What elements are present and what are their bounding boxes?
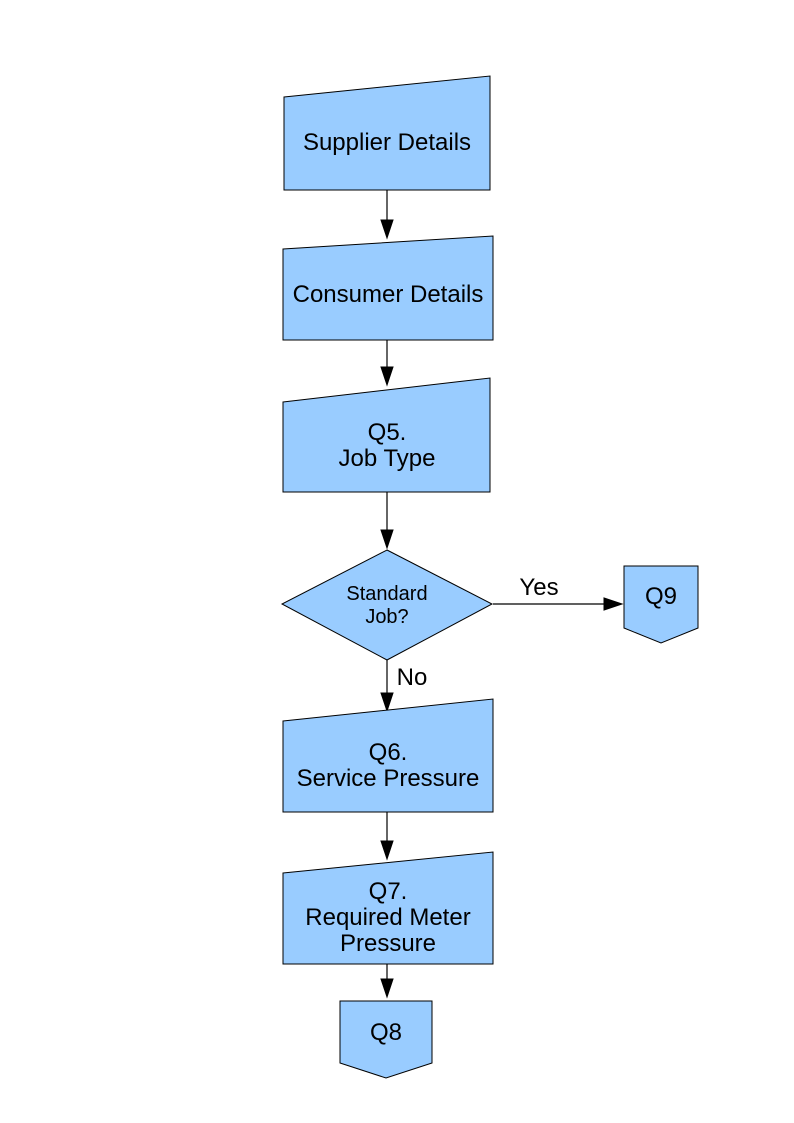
q8-label: Q8	[370, 1019, 402, 1046]
node-q8-connector: Q8	[339, 1000, 433, 1079]
manual-input-shape-consumer	[282, 235, 494, 341]
off-page-connector-shape-q8	[339, 1000, 433, 1079]
arrowhead-down-icon	[380, 219, 394, 240]
consumer-details-label: Consumer Details	[293, 281, 484, 308]
arrowhead-down-icon	[380, 692, 394, 713]
off-page-connector-shape-q9	[623, 565, 699, 644]
manual-input-shape-q5	[282, 377, 491, 493]
q7-label-line2: Required Meter	[305, 904, 470, 931]
connector-q6-to-q7	[380, 812, 394, 861]
connector-q7-to-q8	[380, 964, 394, 999]
q7-label-line3: Pressure	[340, 930, 436, 957]
arrowhead-down-icon	[380, 529, 394, 550]
connector-consumer-to-q5	[380, 340, 394, 387]
arrowhead-down-icon	[380, 978, 394, 999]
connector-decision-to-q6: No	[380, 660, 428, 713]
manual-input-shape-q6	[282, 698, 494, 813]
node-supplier-details: Supplier Details	[283, 75, 491, 191]
arrowhead-right-icon	[603, 597, 624, 611]
decision-diamond-shape	[280, 549, 494, 661]
node-q5-job-type: Q5. Job Type	[282, 377, 491, 493]
manual-input-shape-q7	[282, 851, 494, 965]
yes-edge-label: Yes	[519, 574, 558, 601]
node-q6-service-pressure: Q6. Service Pressure	[282, 698, 494, 813]
connector-supplier-to-consumer	[380, 190, 394, 240]
q6-label-line2: Service Pressure	[297, 765, 480, 792]
node-q9-connector: Q9	[623, 565, 699, 644]
no-edge-label: No	[397, 664, 428, 691]
manual-input-shape-supplier	[283, 75, 491, 191]
node-consumer-details: Consumer Details	[282, 235, 494, 341]
supplier-details-label: Supplier Details	[303, 129, 471, 156]
q7-label-line1: Q7.	[369, 878, 408, 905]
q9-label: Q9	[645, 583, 677, 610]
arrowhead-down-icon	[380, 840, 394, 861]
connector-decision-to-q9: Yes	[493, 574, 624, 611]
decision-label-line2: Job?	[365, 606, 408, 628]
decision-label-line1: Standard	[346, 583, 427, 605]
q6-label-line1: Q6.	[369, 739, 408, 766]
q5-label-line2: Job Type	[339, 445, 436, 472]
arrowhead-down-icon	[380, 366, 394, 387]
node-q7-required-meter-pressure: Q7. Required Meter Pressure	[282, 851, 494, 965]
q5-label-line1: Q5.	[368, 419, 407, 446]
connector-q5-to-decision	[380, 492, 394, 550]
node-decision-standard-job: Standard Job?	[280, 549, 494, 661]
